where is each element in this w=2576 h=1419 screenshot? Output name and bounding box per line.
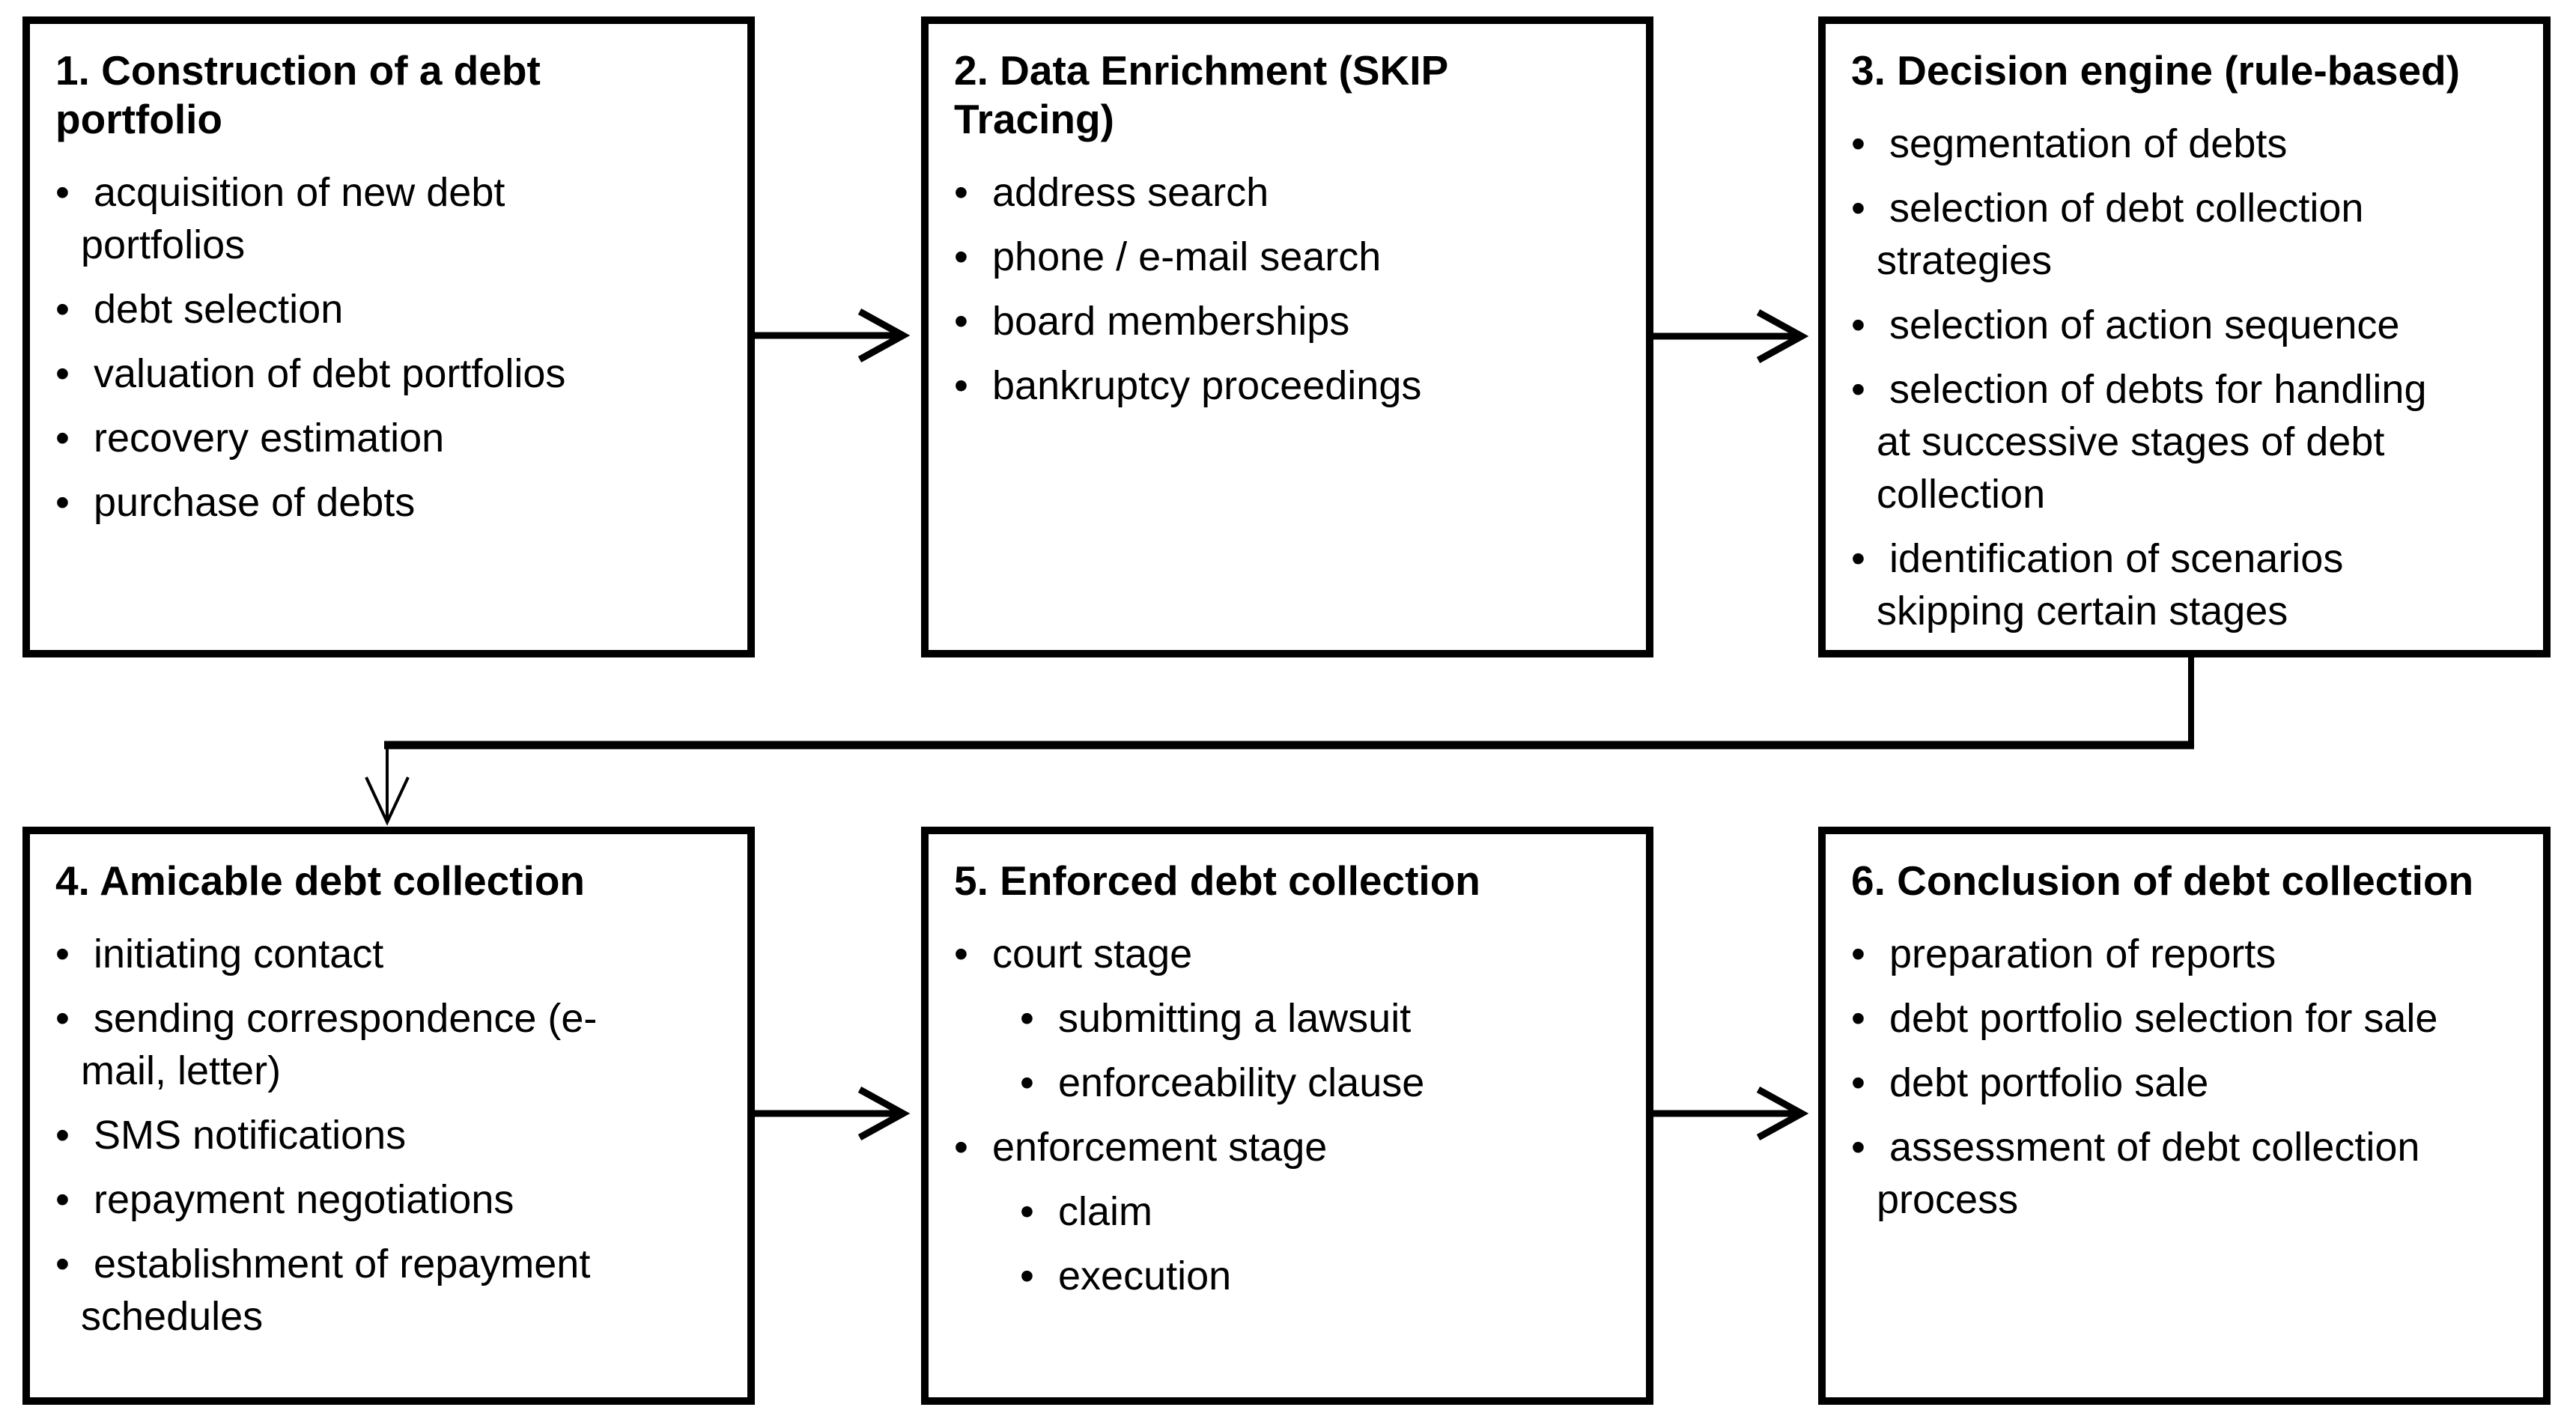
box-2-data-enrichment: 2. Data Enrichment (SKIP Tracing) addres… xyxy=(921,16,1653,657)
list-subitem: submitting a lawsuit xyxy=(1020,992,1552,1045)
arrowhead-box2-to-box3 xyxy=(1756,309,1809,363)
box-6-title: 6. Conclusion of debt collection xyxy=(1851,857,2474,904)
box-3-title: 3. Decision engine (rule-based) xyxy=(1851,47,2460,94)
arrowhead-box5-to-box6 xyxy=(1756,1087,1809,1140)
box-2-item-list: address search phone / e-mail search boa… xyxy=(954,166,1552,412)
list-item: enforcement stage xyxy=(954,1121,1552,1173)
list-item: address search xyxy=(954,166,1552,219)
list-subitem: claim xyxy=(1020,1185,1552,1238)
list-item: SMS notifications xyxy=(55,1109,653,1161)
list-item: acquisition of new debt portfolios xyxy=(55,166,653,271)
list-item: debt portfolio selection for sale xyxy=(1851,992,2449,1045)
box-4-title: 4. Amicable debt collection xyxy=(55,857,586,904)
list-item: identification of scenarios skipping cer… xyxy=(1851,532,2449,637)
arrowhead-into-box4 xyxy=(365,777,410,826)
list-item: board memberships xyxy=(954,295,1552,347)
list-subitem: enforceability clause xyxy=(1020,1057,1552,1109)
list-item: valuation of debt portfolios xyxy=(55,347,653,400)
box-6-conclusion-of-debt-collection: 6. Conclusion of debt collection prepara… xyxy=(1818,827,2551,1405)
box-5-item-list: court stage submitting a lawsuit enforce… xyxy=(954,928,1552,1302)
box-1-item-list: acquisition of new debt portfolios debt … xyxy=(55,166,653,529)
box-6-item-list: preparation of reports debt portfolio se… xyxy=(1851,928,2449,1226)
arrowhead-box1-to-box2 xyxy=(857,309,911,362)
list-item: bankruptcy proceedings xyxy=(954,359,1552,412)
list-item: selection of debts for handling at succe… xyxy=(1851,363,2449,520)
list-item: court stage xyxy=(954,928,1552,980)
box-4-item-list: initiating contact sending correspondenc… xyxy=(55,928,653,1343)
list-item: repayment negotiations xyxy=(55,1173,653,1226)
list-item: preparation of reports xyxy=(1851,928,2449,980)
list-item: selection of action sequence xyxy=(1851,299,2449,351)
box-1-title: 1. Construction of a debt portfolio xyxy=(55,47,541,142)
box-4-amicable-debt-collection: 4. Amicable debt collection initiating c… xyxy=(22,827,755,1405)
list-item: debt selection xyxy=(55,283,653,335)
list-item: segmentation of debts xyxy=(1851,118,2449,170)
box-2-title: 2. Data Enrichment (SKIP Tracing) xyxy=(954,47,1448,142)
box-5-title: 5. Enforced debt collection xyxy=(954,857,1480,904)
box-5-enforced-debt-collection: 5. Enforced debt collection court stage … xyxy=(921,827,1653,1405)
list-item: establishment of repayment schedules xyxy=(55,1238,653,1343)
list-item: recovery estimation xyxy=(55,412,653,464)
box-1-construction-of-debt-portfolio: 1. Construction of a debt portfolio acqu… xyxy=(22,16,755,657)
box-3-decision-engine: 3. Decision engine (rule-based) segmenta… xyxy=(1818,16,2551,657)
list-item: assessment of debt collection process xyxy=(1851,1121,2449,1226)
box-3-item-list: segmentation of debts selection of debt … xyxy=(1851,118,2449,637)
list-item: selection of debt collection strategies xyxy=(1851,182,2449,287)
list-subitem: execution xyxy=(1020,1250,1552,1302)
list-item: debt portfolio sale xyxy=(1851,1057,2449,1109)
list-item: phone / e-mail search xyxy=(954,231,1552,283)
list-item: initiating contact xyxy=(55,928,653,980)
arrowhead-box4-to-box5 xyxy=(857,1087,911,1140)
list-item: purchase of debts xyxy=(55,476,653,529)
list-item: sending correspondence (e-mail, letter) xyxy=(55,992,653,1097)
